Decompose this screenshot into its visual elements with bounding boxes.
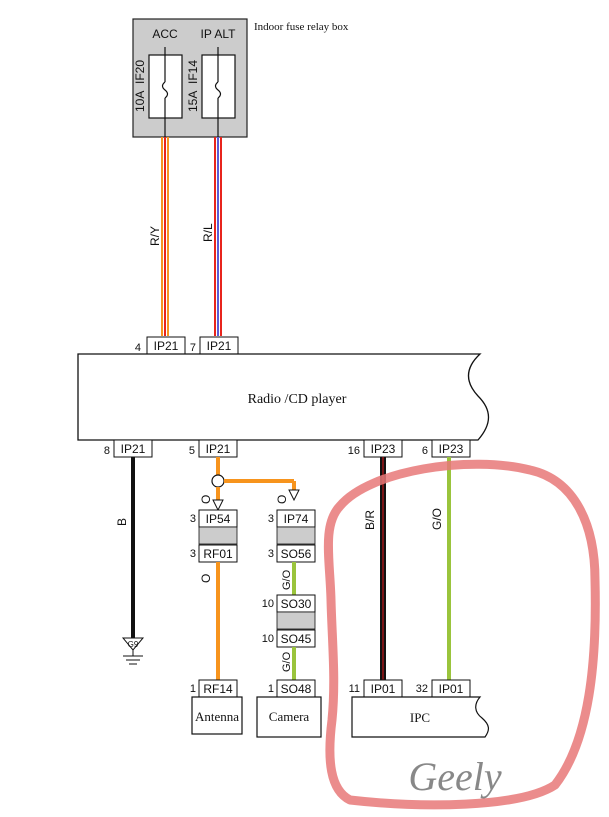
radio-bottom-connectors: 8 IP21 5 IP21 16 IP23 6 IP23: [104, 439, 471, 458]
wire-acc-color: R/Y: [148, 226, 162, 246]
ground-circuit: B G9: [115, 457, 145, 665]
svg-text:7: 7: [190, 342, 196, 354]
svg-text:O: O: [275, 495, 289, 504]
svg-text:8: 8: [104, 445, 110, 457]
svg-text:O: O: [199, 495, 213, 504]
antenna-label: Antenna: [195, 709, 239, 724]
connector-rf01: RF01: [203, 547, 233, 561]
svg-text:1: 1: [190, 683, 196, 695]
svg-text:10: 10: [262, 633, 274, 645]
connector-ip21: IP21: [207, 339, 232, 353]
svg-text:11: 11: [349, 683, 360, 695]
svg-text:6: 6: [422, 445, 428, 457]
svg-text:10: 10: [262, 598, 274, 610]
radio-top-connectors: 4 IP21 7 IP21: [135, 336, 239, 355]
connector-ip21: IP21: [121, 442, 146, 456]
fuse-relay-box: ACC IP ALT 10A IF20 15A IF14 Indoor fuse…: [132, 18, 349, 138]
connector-so48: SO48: [281, 682, 312, 696]
ipc-circuit: B/R G/O 11 IP01 32 IP01 IPC: [349, 457, 489, 738]
fuse-symbol-icon: [161, 81, 169, 99]
fuse-acc-label: ACC: [152, 27, 178, 41]
connector-ip21: IP21: [154, 339, 179, 353]
connector-ip23: IP23: [371, 442, 396, 456]
connector-so56: SO56: [281, 547, 312, 561]
wire-ipalt-color: R/L: [201, 223, 215, 242]
svg-text:G/O: G/O: [430, 508, 444, 530]
watermark-logo: Geely: [408, 754, 502, 799]
wire-ground-color: B: [115, 518, 129, 526]
svg-text:B/R: B/R: [363, 510, 377, 530]
svg-text:3: 3: [268, 548, 274, 560]
connector-ip21: IP21: [206, 442, 231, 456]
fuse-if20-rating: 10A: [133, 91, 147, 112]
fuse-if20-id: IF20: [133, 60, 147, 84]
connector-ip54: IP54: [206, 512, 231, 526]
antenna-camera-circuit: O 3 IP54 3 RF01 O O 3 IP74 3 SO56 G/O 10…: [190, 457, 322, 738]
connector-so45: SO45: [281, 632, 312, 646]
camera-label: Camera: [269, 709, 310, 724]
power-wires: R/Y R/L: [148, 137, 222, 336]
fuse-box-title: Indoor fuse relay box: [254, 21, 349, 33]
svg-text:3: 3: [190, 548, 196, 560]
svg-text:16: 16: [348, 445, 360, 457]
svg-text:3: 3: [190, 513, 196, 525]
ipc-device: [351, 696, 489, 738]
radio-label: Radio /CD player: [248, 392, 347, 407]
highlight-annotation: [323, 459, 600, 810]
svg-text:3: 3: [268, 513, 274, 525]
svg-text:G/O: G/O: [281, 569, 293, 590]
connector-so30: SO30: [281, 597, 312, 611]
connector-ip74: IP74: [284, 512, 309, 526]
svg-text:G/O: G/O: [281, 651, 293, 672]
splice-point: [211, 474, 225, 488]
svg-text:O: O: [199, 574, 213, 583]
connector-ip01: IP01: [439, 682, 464, 696]
fuse-if14-rating: 15A: [186, 91, 200, 112]
ground-label: G9: [128, 640, 139, 649]
svg-text:4: 4: [135, 342, 141, 354]
camera-device: [256, 696, 322, 738]
connector-ip01: IP01: [371, 682, 396, 696]
antenna-device: [191, 696, 243, 735]
connector-rf14: RF14: [203, 682, 233, 696]
svg-text:5: 5: [189, 445, 195, 457]
ipc-label: IPC: [410, 710, 430, 725]
connector-ip23: IP23: [439, 442, 464, 456]
fuse-if14-id: IF14: [186, 60, 200, 84]
svg-text:32: 32: [416, 683, 428, 695]
fuse-ipalt-label: IP ALT: [201, 27, 237, 41]
svg-text:1: 1: [268, 683, 274, 695]
fuse-symbol-icon: [214, 81, 222, 99]
radio-cd-player: Radio /CD player: [77, 353, 490, 441]
